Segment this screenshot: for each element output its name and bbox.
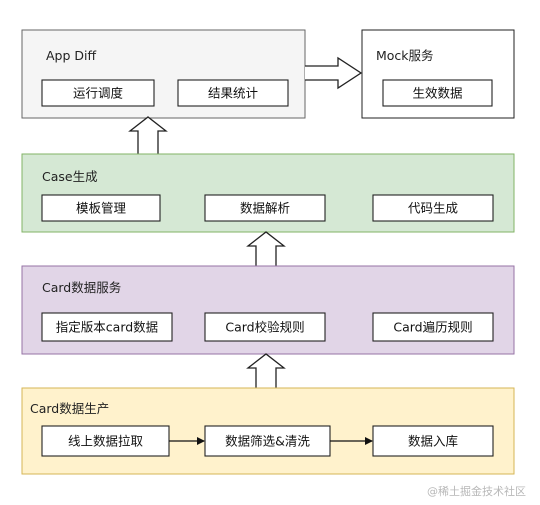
item-label: 运行调度 — [73, 86, 124, 101]
item-label: 代码生成 — [408, 201, 458, 216]
service-item-versioned-card-data: 指定版本card数据 — [41, 312, 173, 342]
up-block-arrow-production-to-service — [246, 353, 286, 388]
production-item-data-filter-clean: 数据筛选&清洗 — [204, 425, 331, 457]
mock-service-title: Mock服务 — [376, 48, 434, 63]
item-label: Card遍历规则 — [393, 320, 472, 335]
item-label: 数据筛选&清洗 — [225, 434, 310, 449]
card-data-service-module: Card数据服务 指定版本card数据 Card校验规则 Card遍历规则 — [21, 265, 515, 355]
card-data-production-title: Card数据生产 — [30, 401, 109, 416]
item-label: Card校验规则 — [225, 320, 304, 335]
app-diff-item-scheduling: 运行调度 — [41, 79, 155, 107]
app-diff-title: App Diff — [46, 48, 96, 63]
case-generation-module: Case生成 模板管理 数据解析 代码生成 — [21, 153, 515, 233]
item-label: 模板管理 — [76, 201, 127, 216]
app-diff-item-result-stats: 结果统计 — [177, 79, 289, 107]
production-item-data-storage: 数据入库 — [372, 425, 494, 457]
card-data-production-module: Card数据生产 线上数据拉取 数据筛选&清洗 数据入库 — [21, 387, 515, 475]
item-label: 生效数据 — [412, 86, 462, 101]
production-item-online-data-fetch: 线上数据拉取 — [41, 425, 170, 457]
case-item-code-generation: 代码生成 — [372, 194, 494, 222]
up-block-arrow-case-to-appdiff — [128, 116, 168, 154]
case-item-data-parsing: 数据解析 — [204, 194, 326, 222]
service-item-card-validation-rules: Card校验规则 — [204, 312, 326, 342]
watermark: @稀土掘金技术社区 — [427, 485, 526, 498]
card-data-service-title: Card数据服务 — [42, 280, 121, 295]
case-item-template-management: 模板管理 — [41, 194, 161, 222]
mock-item-effective-data: 生效数据 — [382, 79, 493, 107]
right-block-arrow — [305, 56, 363, 90]
app-diff-module: App Diff 运行调度 结果统计 — [21, 29, 306, 119]
mock-service-module: Mock服务 生效数据 — [361, 29, 515, 119]
case-generation-title: Case生成 — [42, 169, 98, 184]
item-label: 数据解析 — [240, 201, 290, 216]
service-item-card-traversal-rules: Card遍历规则 — [372, 312, 494, 342]
item-label: 线上数据拉取 — [68, 434, 144, 449]
item-label: 指定版本card数据 — [56, 320, 158, 335]
item-label: 结果统计 — [208, 86, 258, 101]
item-label: 数据入库 — [408, 434, 458, 449]
up-block-arrow-service-to-case — [246, 231, 286, 266]
